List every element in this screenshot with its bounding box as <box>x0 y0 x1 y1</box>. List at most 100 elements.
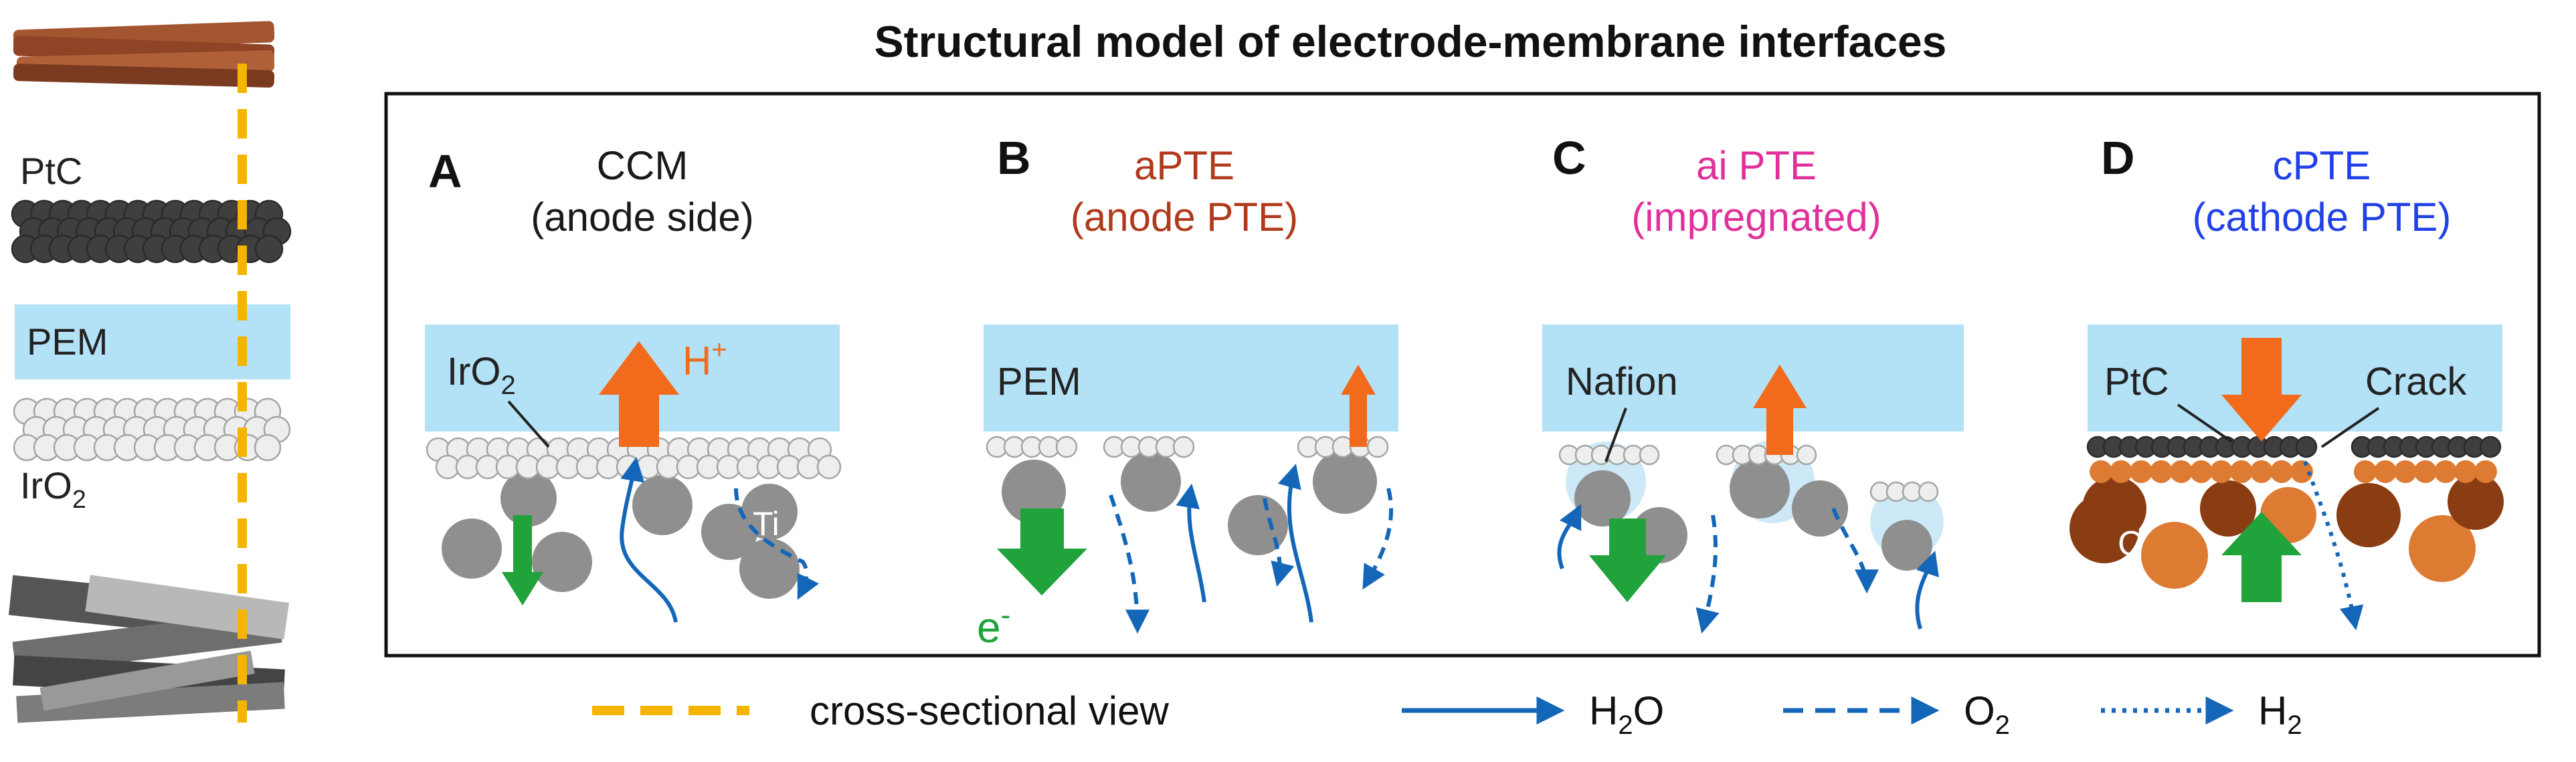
ti-particle <box>1313 450 1377 514</box>
ptc-particle <box>254 234 284 264</box>
iro2-particle <box>254 434 282 462</box>
iro2-particle <box>1055 436 1078 458</box>
carbon-particle <box>2434 460 2457 483</box>
electrode-particles <box>426 436 2504 599</box>
panel-a-title: CCM <box>597 143 688 188</box>
nafion-callout: Nafion <box>1566 360 1678 403</box>
legend: cross-sectional view H2O O2 H2 <box>592 688 2302 740</box>
proton-arrow-d <box>2221 338 2302 442</box>
carbon-particle <box>2190 460 2213 483</box>
ti-particle <box>442 518 502 579</box>
iro2-particle <box>1639 444 1660 466</box>
ti-particle <box>1730 458 1790 518</box>
carbon-particle <box>2409 515 2476 582</box>
panel-c-title: ai PTE <box>1696 143 1817 188</box>
carbon-particle <box>2130 460 2152 483</box>
ti-particle <box>1792 480 1848 537</box>
carbon-particle <box>2110 460 2132 483</box>
panel-c-pem <box>1542 324 1964 432</box>
h2o-flow-c1 <box>1557 504 1582 570</box>
proton-arrow-b <box>1341 365 1376 447</box>
ti-particle <box>632 475 693 535</box>
panel-a-subtitle: (anode side) <box>531 195 754 240</box>
carbon-particle <box>2090 460 2112 483</box>
proton-label: H+ <box>682 335 727 383</box>
ti-label: Ti <box>753 505 779 543</box>
legend-o2-label: O2 <box>1964 688 2010 740</box>
iro2-leader <box>507 400 550 448</box>
panel-c-letter: C <box>1552 132 1586 184</box>
pem-callout: PEM <box>997 360 1081 403</box>
panel-d-heading: D cPTE (cathode PTE) <box>2101 132 2451 240</box>
electron-arrow-c <box>1589 518 1666 602</box>
carbon-particle <box>2394 460 2417 483</box>
legend-cross-label: cross-sectional view <box>810 688 1170 733</box>
panel-b-pem <box>984 324 1398 432</box>
iro2-label: IrO2 <box>20 464 86 514</box>
carbon-particle <box>2474 460 2497 483</box>
carbon-particle <box>2336 483 2401 547</box>
panel-d-pem <box>2088 324 2502 432</box>
carbon-particle <box>2354 460 2377 483</box>
o2-flow-a <box>734 488 819 600</box>
ti-particle <box>739 539 800 599</box>
electron-arrow-b <box>997 508 1087 595</box>
panel-b-subtitle: (anode PTE) <box>1071 195 1298 240</box>
crack-leader <box>2320 407 2380 448</box>
ti-particle <box>1881 520 1932 571</box>
panel-d-title: cPTE <box>2273 143 2371 188</box>
iro2-particle <box>1172 436 1195 458</box>
h2o-flow-c2 <box>1915 551 1939 630</box>
o2-flow-b1 <box>1109 494 1149 634</box>
iro2-particle <box>816 454 842 480</box>
electron-label: e- <box>977 599 1010 652</box>
o2-flow-c1 <box>1695 514 1720 634</box>
o2-flow-c2 <box>1831 507 1879 594</box>
h2o-flow-b2 <box>1277 464 1313 623</box>
iro2-callout: IrO2 <box>447 350 516 400</box>
panel-a-heading: A CCM (anode side) <box>428 143 754 240</box>
ti-particle <box>741 484 798 540</box>
panel-b-letter: B <box>997 132 1031 184</box>
panel-d-letter: D <box>2101 132 2135 184</box>
ptc-particle <box>2479 436 2502 458</box>
panel-a-letter: A <box>428 145 462 197</box>
carbon-particle <box>2414 460 2437 483</box>
crack-callout: Crack <box>2365 360 2467 403</box>
ti-particle <box>500 470 557 527</box>
ti-particle <box>1002 460 1066 524</box>
panel-b-annotations: PEM e- <box>977 360 1393 652</box>
carbon-particle <box>2150 460 2173 483</box>
ptc-callout: PtC <box>2104 360 2169 403</box>
ti-particle <box>1121 452 1181 512</box>
carbon-particle <box>2448 474 2504 530</box>
panel-d-annotations: PtC Crack C <box>2104 338 2467 631</box>
ti-particle <box>1574 470 1631 527</box>
carbon-particle <box>2454 460 2477 483</box>
carbon-particle <box>2210 460 2233 483</box>
carbon-fibre-layer <box>13 21 275 88</box>
ti-particle <box>532 532 592 592</box>
legend-h2-label: H2 <box>2258 688 2302 740</box>
iro2-particle <box>1918 481 1939 502</box>
panel-b-heading: B aPTE (anode PTE) <box>997 132 1298 240</box>
legend-h2o-label: H2O <box>1589 688 1664 740</box>
proton-arrow <box>599 341 679 447</box>
carbon-particle <box>2374 460 2397 483</box>
carbon-label: C <box>2118 525 2143 563</box>
o2-flow-b2 <box>1263 498 1295 587</box>
proton-arrow-c <box>1753 365 1807 455</box>
carbon-particle <box>2200 480 2256 537</box>
iro2-layer <box>13 397 291 462</box>
h2o-flow-b1 <box>1176 483 1206 603</box>
electron-arrow-a <box>502 515 543 605</box>
panel-a-annotations: IrO2 H+ Ti <box>447 335 819 623</box>
carbon-particle <box>2270 460 2293 483</box>
h2o-flow-a <box>620 456 678 623</box>
panel-c-heading: C ai PTE (impregnated) <box>1552 132 1881 240</box>
carbon-particle <box>2250 460 2273 483</box>
iro2-particle <box>1366 436 1389 458</box>
panel-d-subtitle: (cathode PTE) <box>2193 195 2452 240</box>
panel-frame <box>384 92 2541 658</box>
